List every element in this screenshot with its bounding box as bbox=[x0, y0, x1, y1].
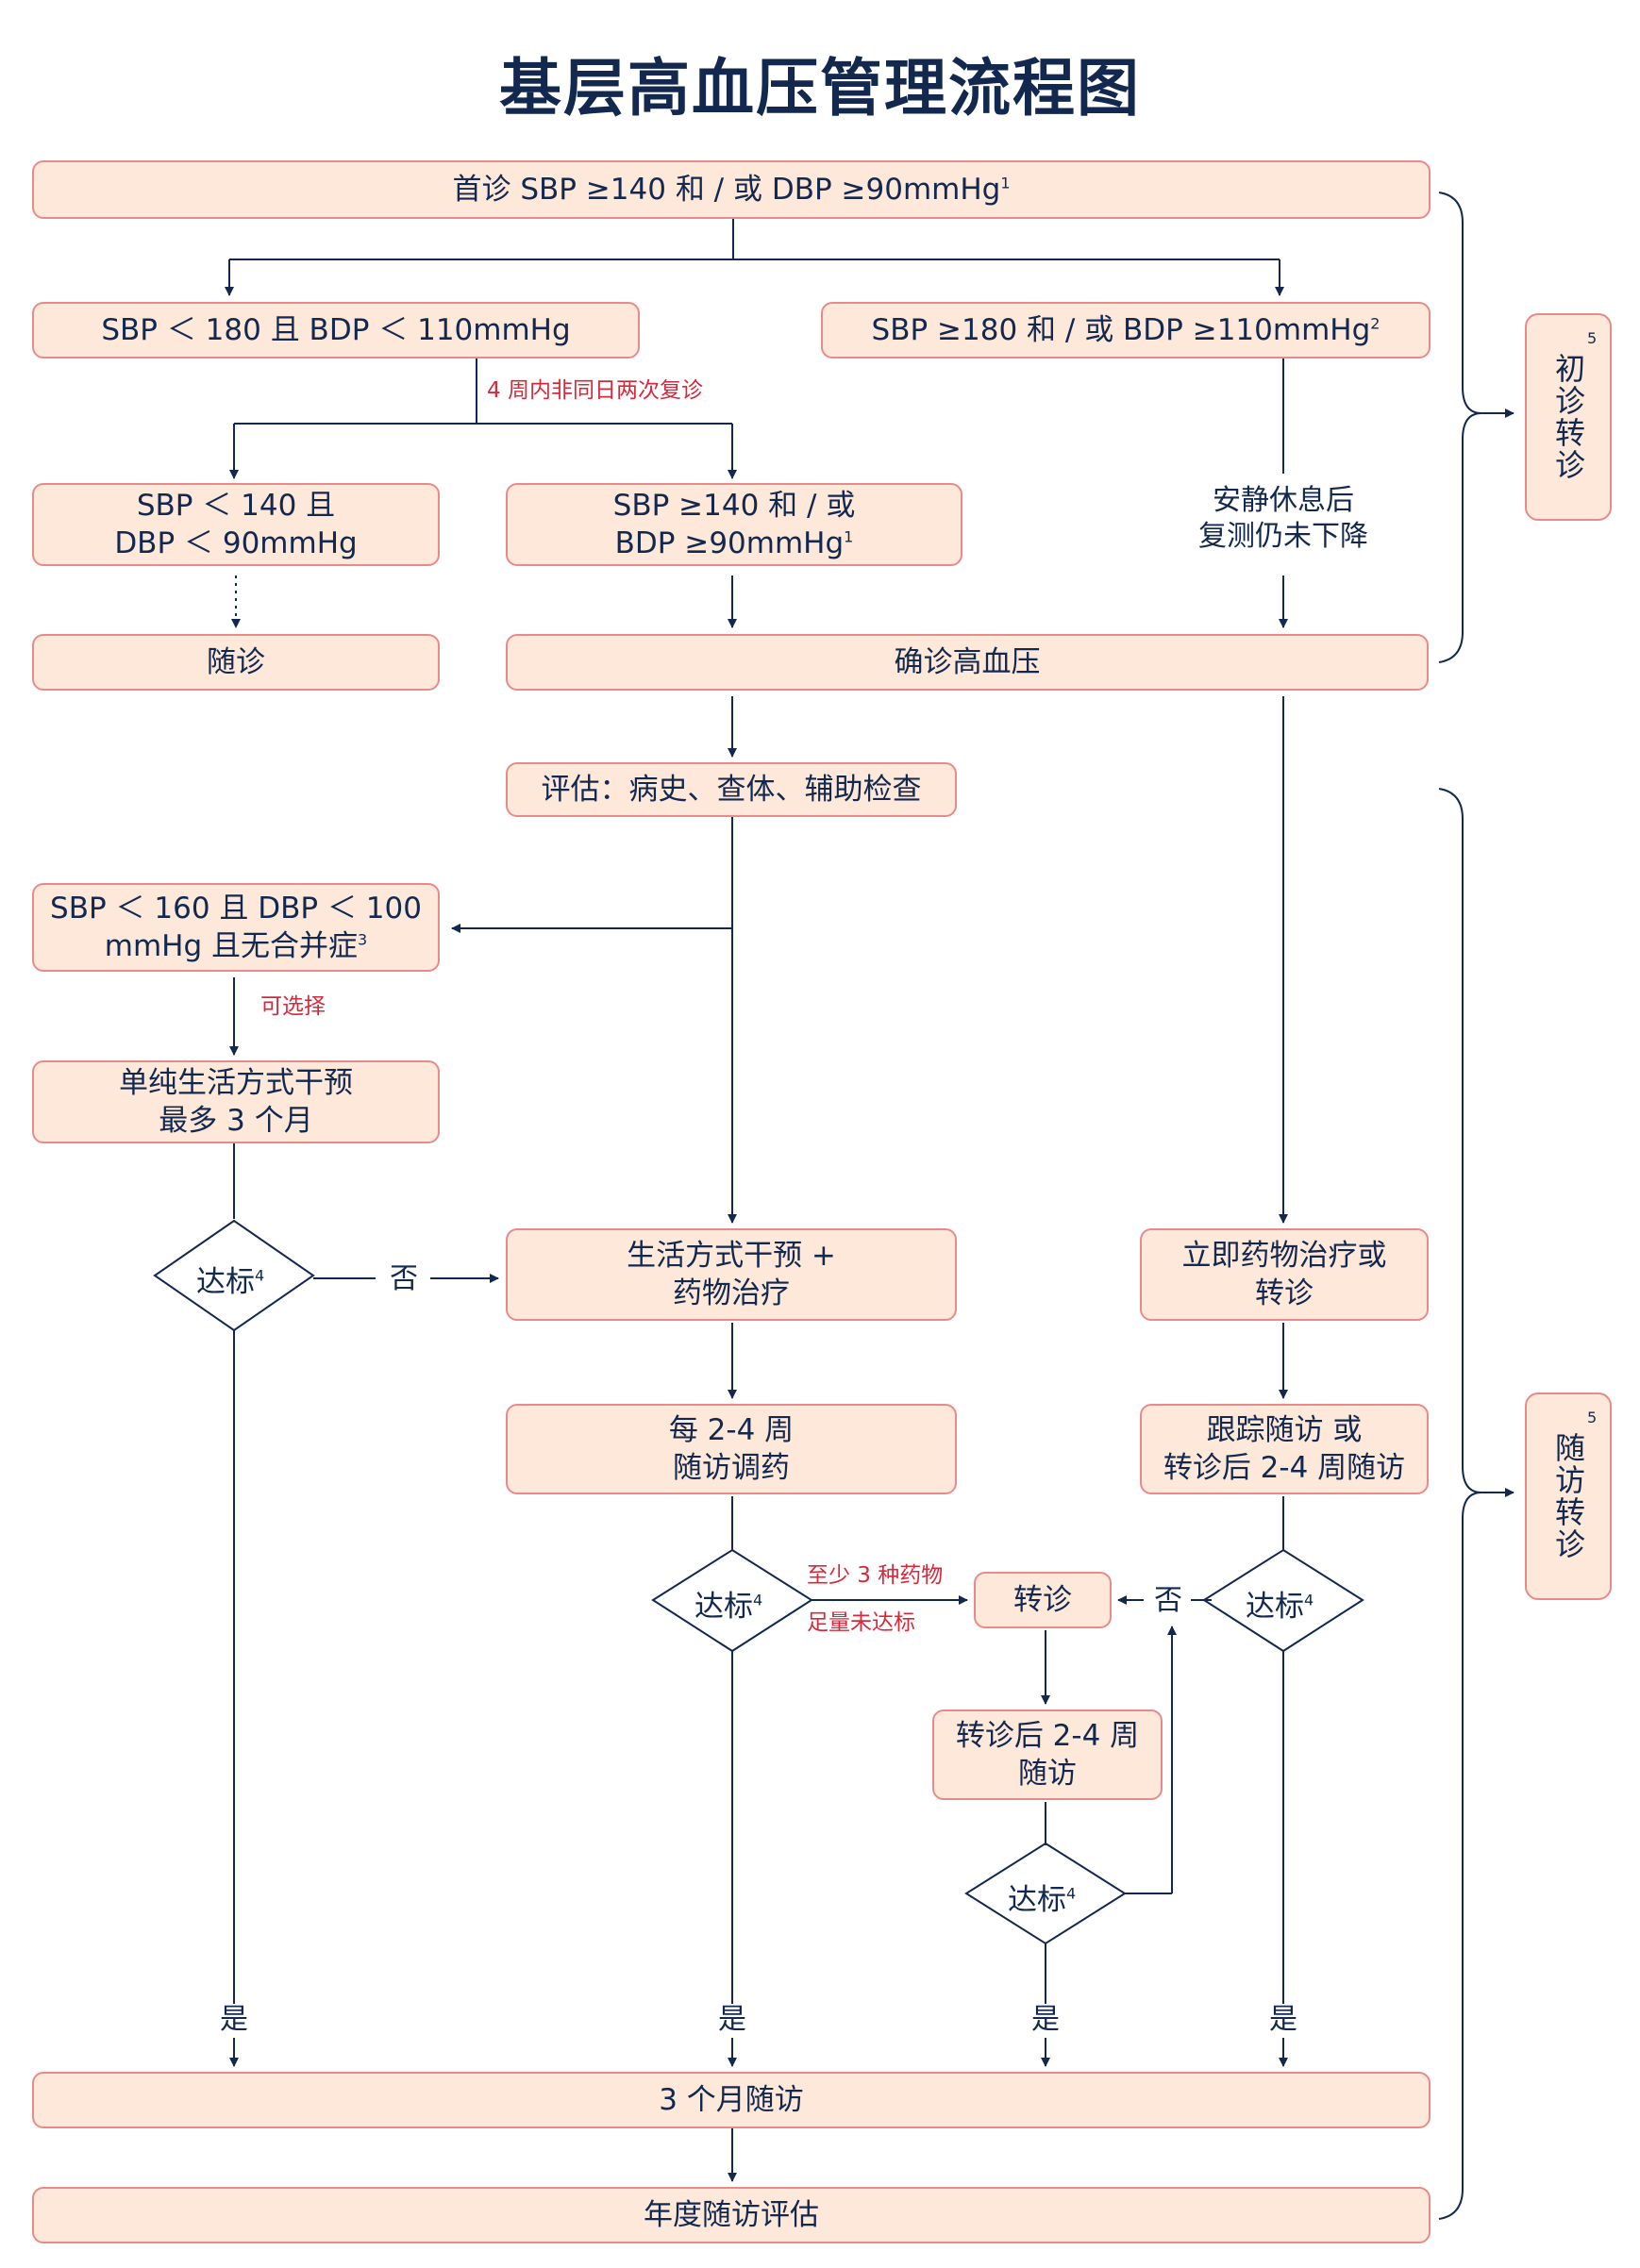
assessment-box: 评估：病史、查体、辅助检查 bbox=[506, 762, 957, 817]
lifestyle-line1: 单纯生活方式干预 bbox=[119, 1066, 353, 1100]
after-referral-box: 转诊后 2-4 周 随访 bbox=[932, 1709, 1163, 1800]
high-branch-text: SBP ≥180 和 / 或 BDP ≥110mmHg bbox=[871, 313, 1371, 347]
mild-line2: mmHg 且无合并症 bbox=[104, 929, 359, 963]
low-branch-box: SBP ＜ 180 且 BDP ＜ 110mmHg bbox=[32, 302, 640, 359]
resting-recheck-label: 安静休息后 复测仍未下降 bbox=[1161, 483, 1406, 555]
target-text: 达标 bbox=[1246, 1590, 1304, 1624]
yes-label: 是 bbox=[220, 2003, 248, 2036]
resting-line1: 安静休息后 bbox=[1213, 484, 1354, 517]
high-branch-box: SBP ≥180 和 / 或 BDP ≥110mmHg2 bbox=[821, 302, 1431, 359]
footnote-mark: 1 bbox=[844, 527, 854, 546]
normal-bp-box: SBP ＜ 140 且 DBP ＜ 90mmHg bbox=[32, 483, 440, 566]
lifestyle-drug-line2: 药物治疗 bbox=[673, 1276, 790, 1310]
mild-hypertension-box: SBP ＜ 160 且 DBP ＜ 100 mmHg 且无合并症3 bbox=[32, 883, 440, 972]
first-visit-text: 首诊 SBP ≥140 和 / 或 DBP ≥90mmHg bbox=[452, 173, 1001, 207]
lifestyle-line2: 最多 3 个月 bbox=[159, 1104, 313, 1138]
annual-text: 年度随访评估 bbox=[644, 2198, 819, 2232]
target-label-right: 达标4 bbox=[1246, 1582, 1314, 1625]
first-visit-box: 首诊 SBP ≥140 和 / 或 DBP ≥90mmHg1 bbox=[32, 160, 1431, 219]
referral-text: 转诊 bbox=[1013, 1583, 1072, 1617]
elevated-bp-box: SBP ≥140 和 / 或 BDP ≥90mmHg1 bbox=[506, 483, 962, 566]
brace-initial bbox=[1438, 192, 1482, 663]
yes-label: 是 bbox=[718, 2003, 746, 2036]
mild-line1: SBP ＜ 160 且 DBP ＜ 100 bbox=[50, 892, 422, 926]
resting-line2: 复测仍未下降 bbox=[1198, 520, 1368, 553]
footnote-mark: 1 bbox=[1000, 174, 1011, 192]
normal-bp-line2: DBP ＜ 90mmHg bbox=[114, 526, 358, 560]
footnote-mark: 3 bbox=[358, 930, 368, 949]
target-label-left: 达标4 bbox=[196, 1258, 264, 1300]
page-title: 基层高血压管理流程图 bbox=[499, 51, 1141, 125]
target-label-center: 达标4 bbox=[694, 1582, 762, 1625]
footnote-mark: 4 bbox=[753, 1591, 763, 1609]
footnote-mark: 2 bbox=[1370, 314, 1381, 333]
after-referral-line2: 随访 bbox=[1018, 1757, 1077, 1791]
annual-assessment-box: 年度随访评估 bbox=[32, 2187, 1431, 2243]
immediate-line2: 转诊 bbox=[1255, 1276, 1314, 1310]
lifestyle-only-box: 单纯生活方式干预 最多 3 个月 bbox=[32, 1060, 440, 1143]
track-line2: 转诊后 2-4 周随访 bbox=[1163, 1451, 1406, 1485]
track-followup-box: 跟踪随访 或 转诊后 2-4 周随访 bbox=[1140, 1404, 1429, 1494]
footnote-mark: 4 bbox=[1066, 1884, 1077, 1903]
target-diamond-bottom bbox=[964, 1842, 1127, 1945]
initial-referral-side-box: 初诊转诊 bbox=[1525, 313, 1612, 521]
followup-box: 随诊 bbox=[32, 634, 440, 691]
target-text: 达标 bbox=[196, 1265, 255, 1299]
after-referral-line1: 转诊后 2-4 周 bbox=[955, 1719, 1140, 1753]
target-label-bottom: 达标4 bbox=[1008, 1876, 1076, 1918]
three-month-text: 3 个月随访 bbox=[659, 2083, 804, 2117]
every-line2: 随访调药 bbox=[673, 1451, 790, 1485]
initial-referral-text: 初诊转诊 bbox=[1550, 353, 1586, 481]
twice-recheck-note: 4 周内非同日两次复诊 bbox=[487, 378, 703, 403]
elevated-bp-line2: BDP ≥90mmHg bbox=[614, 526, 845, 560]
yes-label: 是 bbox=[1031, 2003, 1060, 2036]
lifestyle-drug-line1: 生活方式干预 + bbox=[627, 1239, 836, 1273]
no-label: 否 bbox=[390, 1262, 418, 1295]
every-line1: 每 2-4 周 bbox=[668, 1413, 795, 1447]
elevated-bp-line1: SBP ≥140 和 / 或 bbox=[612, 489, 856, 523]
assessment-text: 评估：病史、查体、辅助检查 bbox=[541, 773, 922, 807]
brace-followup bbox=[1438, 788, 1482, 2220]
footnote-mark: 4 bbox=[255, 1266, 265, 1285]
footnote-mark: 4 bbox=[1304, 1591, 1314, 1609]
referral-box: 转诊 bbox=[974, 1572, 1112, 1628]
yes-label: 是 bbox=[1269, 2003, 1297, 2036]
track-line1: 跟踪随访 或 bbox=[1206, 1413, 1363, 1447]
optional-note: 可选择 bbox=[260, 994, 326, 1019]
target-text: 达标 bbox=[694, 1590, 753, 1624]
footnote-mark: 5 bbox=[1587, 1409, 1598, 1426]
footnote-mark: 5 bbox=[1587, 329, 1598, 347]
lifestyle-drug-box: 生活方式干预 + 药物治疗 bbox=[506, 1228, 957, 1321]
immediate-line1: 立即药物治疗或 bbox=[1181, 1239, 1387, 1273]
no-label: 否 bbox=[1154, 1584, 1182, 1617]
low-branch-text: SBP ＜ 180 且 BDP ＜ 110mmHg bbox=[101, 313, 571, 347]
confirmed-hypertension-box: 确诊高血压 bbox=[506, 634, 1429, 691]
target-diamond-center bbox=[651, 1548, 813, 1653]
target-diamond-right bbox=[1202, 1548, 1364, 1653]
immediate-drug-box: 立即药物治疗或 转诊 bbox=[1140, 1228, 1429, 1321]
followup-referral-side-box: 随访转诊 bbox=[1525, 1392, 1612, 1600]
normal-bp-line1: SBP ＜ 140 且 bbox=[136, 489, 336, 523]
three-month-followup-box: 3 个月随访 bbox=[32, 2072, 1431, 2128]
at-least-3-drugs-note: 至少 3 种药物 bbox=[807, 1563, 944, 1588]
followup-text: 随诊 bbox=[207, 645, 265, 679]
every-2-4-weeks-box: 每 2-4 周 随访调药 bbox=[506, 1404, 957, 1494]
full-dose-note: 足量未达标 bbox=[807, 1610, 915, 1635]
target-text: 达标 bbox=[1008, 1883, 1066, 1917]
followup-referral-text: 随访转诊 bbox=[1550, 1432, 1586, 1560]
target-diamond-left bbox=[153, 1219, 315, 1332]
confirmed-text: 确诊高血压 bbox=[894, 645, 1041, 679]
